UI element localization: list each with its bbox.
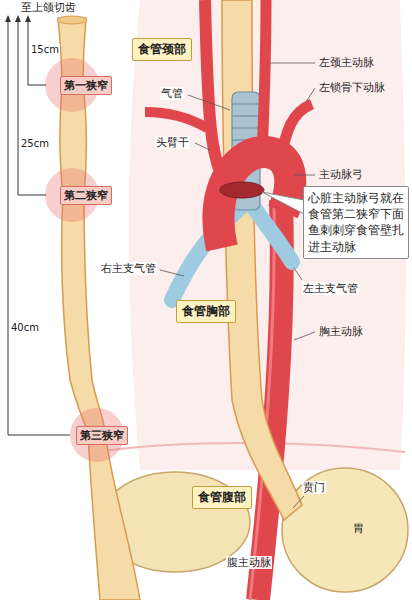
callout-box: 心脏主动脉弓就在食管第二狭窄下面鱼刺刺穿食管壁扎进主动脉 (303, 186, 409, 259)
part-label: 贲门 (302, 481, 326, 494)
part-label: 胃 (352, 522, 365, 535)
narrowing-box: 第一狭窄 (60, 76, 112, 95)
part-label: 气管 (160, 87, 184, 100)
part-label: 至上颌切齿 (20, 1, 77, 14)
region-box: 食管颈部 (132, 38, 192, 61)
narrowing-box: 第三狭窄 (76, 426, 128, 445)
esophagus-top (57, 16, 87, 24)
region-box: 食管腹部 (192, 486, 252, 509)
part-label: 腹主动脉 (226, 556, 272, 569)
region-box-text: 食管胸部 (182, 303, 230, 320)
aorta-cut (220, 182, 264, 198)
part-label: 头臂干 (155, 136, 190, 149)
leader-lines (160, 63, 315, 508)
region-box: 食管胸部 (176, 300, 236, 323)
narrowing-box-text: 第三狭窄 (80, 428, 124, 443)
part-label: 左主支气管 (302, 282, 359, 295)
callout-pointer (262, 192, 304, 214)
part-label: 25cm (20, 138, 50, 150)
region-box-text: 食管颈部 (138, 41, 186, 58)
callout-box-text: 心脏主动脉弓就在食管第二狭窄下面鱼刺刺穿食管壁扎进主动脉 (308, 190, 404, 255)
brachiocephalic-trunk (205, 0, 220, 172)
part-label: 右主支气管 (100, 262, 157, 275)
part-label: 15cm (30, 44, 60, 56)
dimension-arrowheads (5, 15, 31, 22)
narrowing-box-text: 第二狭窄 (64, 188, 108, 203)
part-label: 40cm (10, 322, 40, 334)
stomach (282, 468, 408, 592)
part-label: 胸主动脉 (318, 325, 364, 338)
narrowing-box-text: 第一狭窄 (64, 78, 108, 93)
part-label: 左锁骨下动脉 (318, 81, 386, 94)
left-bronchus (252, 205, 292, 262)
esophagus (222, 0, 302, 520)
part-label: 主动脉弓 (318, 168, 364, 181)
part-label: 左颈主动脉 (318, 56, 375, 69)
right-subclavian (145, 112, 207, 128)
region-box-text: 食管腹部 (198, 489, 246, 506)
left-carotid (262, 0, 266, 155)
narrowing-box: 第二狭窄 (60, 186, 112, 205)
